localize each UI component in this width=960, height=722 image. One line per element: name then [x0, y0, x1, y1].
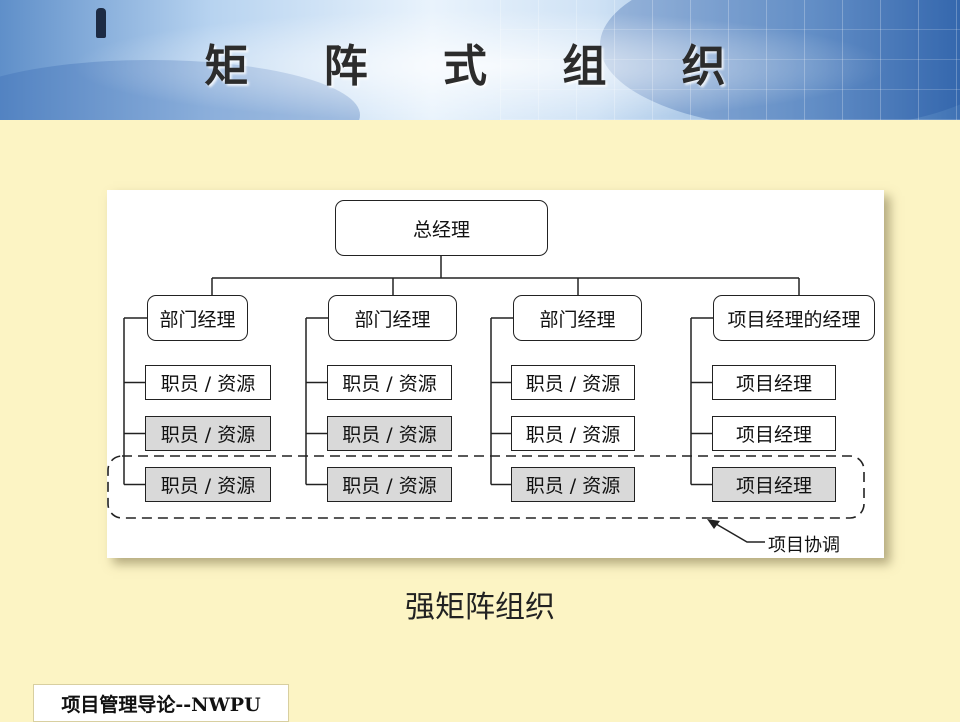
- member-node: 职员 / 资源: [145, 467, 271, 502]
- coordination-dashed-box: [107, 455, 865, 519]
- banner-glow: [0, 0, 960, 120]
- slide-title: 矩 阵 式 组 织: [204, 41, 756, 92]
- member-node: 项目经理: [712, 416, 836, 451]
- member-node: 职员 / 资源: [511, 365, 635, 400]
- member-node: 职员 / 资源: [145, 416, 271, 451]
- column-head-node: 部门经理: [328, 295, 457, 341]
- connector-lines: [107, 256, 865, 543]
- org-chart-diagram: 总经理 部门经理职员 / 资源职员 / 资源职员 / 资源部门经理职员 / 资源…: [107, 190, 884, 558]
- member-node: 职员 / 资源: [145, 365, 271, 400]
- coordination-label: 项目协调: [768, 535, 840, 556]
- member-node: 职员 / 资源: [327, 467, 452, 502]
- root-node: 总经理: [335, 200, 548, 256]
- member-node: 职员 / 资源: [327, 365, 452, 400]
- member-node: 项目经理: [712, 467, 836, 502]
- column-head-node: 部门经理: [147, 295, 248, 341]
- member-node: 项目经理: [712, 365, 836, 400]
- member-node: 职员 / 资源: [327, 416, 452, 451]
- member-node: 职员 / 资源: [511, 467, 635, 502]
- arrowhead-icon: [707, 519, 720, 529]
- header-banner: [0, 0, 960, 120]
- coordination-arrow-line: [710, 520, 765, 543]
- column-head-node: 部门经理: [513, 295, 642, 341]
- root-node-label: 总经理: [412, 218, 470, 241]
- member-node: 职员 / 资源: [511, 416, 635, 451]
- person-silhouette-icon: [96, 8, 106, 38]
- diagram-caption: 强矩阵组织: [405, 590, 555, 625]
- footer-badge: 项目管理导论--NWPU: [33, 684, 289, 722]
- column-head-node: 项目经理的经理: [713, 295, 875, 341]
